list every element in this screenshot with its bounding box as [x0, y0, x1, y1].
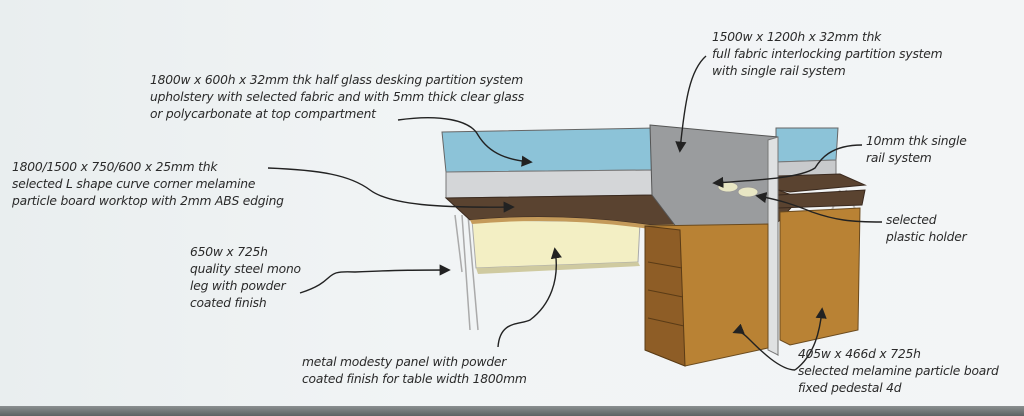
annotation-line: selected L shape curve corner melamine	[12, 177, 256, 191]
right-glass-panel	[775, 127, 839, 163]
leg-annotation: 650w x 725h quality steel mono leg with …	[190, 244, 301, 312]
pedestal-annotation: 405w x 466d x 725h selected melamine par…	[798, 346, 999, 397]
arrow-leg	[299, 264, 451, 294]
annotation-line: upholstery with selected fabric and with…	[150, 90, 524, 104]
partition-fabric-band	[445, 169, 656, 199]
annotation-line: metal modesty panel with powder	[302, 355, 507, 369]
arrow-worktop	[267, 167, 515, 213]
annotation-line: fixed pedestal 4d	[798, 381, 902, 395]
arrow-pedestal-left	[732, 323, 796, 371]
plastic-holder-annotation: selected plastic holder	[886, 212, 967, 246]
modesty-panel-annotation: metal modesty panel with powder coated f…	[302, 354, 527, 388]
arrow-fabric-partition	[675, 55, 707, 153]
right-pedestal	[779, 207, 861, 346]
annotation-line: selected	[886, 213, 937, 227]
plastic-holder	[717, 181, 739, 193]
annotation-line: coated finish for table width 1800mm	[302, 372, 527, 386]
plastic-holder	[737, 186, 759, 198]
annotation-line: with single rail system	[712, 64, 846, 78]
drawer-lines	[647, 261, 685, 327]
arrow-glass	[397, 117, 533, 167]
arrow-rail	[712, 144, 863, 189]
annotation-line: quality steel mono	[190, 262, 301, 276]
annotation-line: 650w x 725h	[190, 245, 268, 259]
bottom-edge	[0, 406, 1024, 416]
annotation-line: 405w x 466d x 725h	[798, 347, 921, 361]
rail-annotation: 10mm thk single rail system	[866, 133, 967, 167]
annotation-line: 10mm thk single	[866, 134, 967, 148]
annotation-line: 1500w x 1200h x 32mm thk	[712, 30, 882, 44]
annotation-line: plastic holder	[886, 230, 967, 244]
annotation-line: particle board worktop with 2mm ABS edgi…	[12, 194, 284, 208]
fabric-partition-edge	[767, 136, 779, 356]
left-pedestal-drawer-front	[644, 225, 686, 367]
modesty-panel-edge	[476, 262, 640, 274]
arrow-modesty	[497, 247, 562, 348]
steel-leg	[454, 214, 479, 331]
annotation-line: coated finish	[190, 296, 267, 310]
right-worktop	[777, 173, 867, 193]
annotation-line: selected melamine particle board	[798, 364, 999, 378]
annotation-line: rail system	[866, 151, 932, 165]
arrow-holder	[755, 191, 883, 223]
right-worktop-front	[777, 189, 866, 209]
glass-partition	[441, 127, 656, 173]
annotation-line: or polycarbonate at top compartment	[150, 107, 376, 121]
worktop-annotation: 1800/1500 x 750/600 x 25mm thk selected …	[12, 159, 284, 210]
annotation-line: 1800w x 600h x 32mm thk half glass deski…	[150, 73, 524, 87]
fabric-partition-annotation: 1500w x 1200h x 32mm thk full fabric int…	[712, 29, 943, 80]
annotation-line: leg with powder	[190, 279, 286, 293]
annotation-line: 1800/1500 x 750/600 x 25mm thk	[12, 160, 218, 174]
arrow-pedestal-right	[794, 307, 827, 371]
glass-partition-annotation: 1800w x 600h x 32mm thk half glass deski…	[150, 72, 524, 123]
annotation-line: full fabric interlocking partition syste…	[712, 47, 943, 61]
